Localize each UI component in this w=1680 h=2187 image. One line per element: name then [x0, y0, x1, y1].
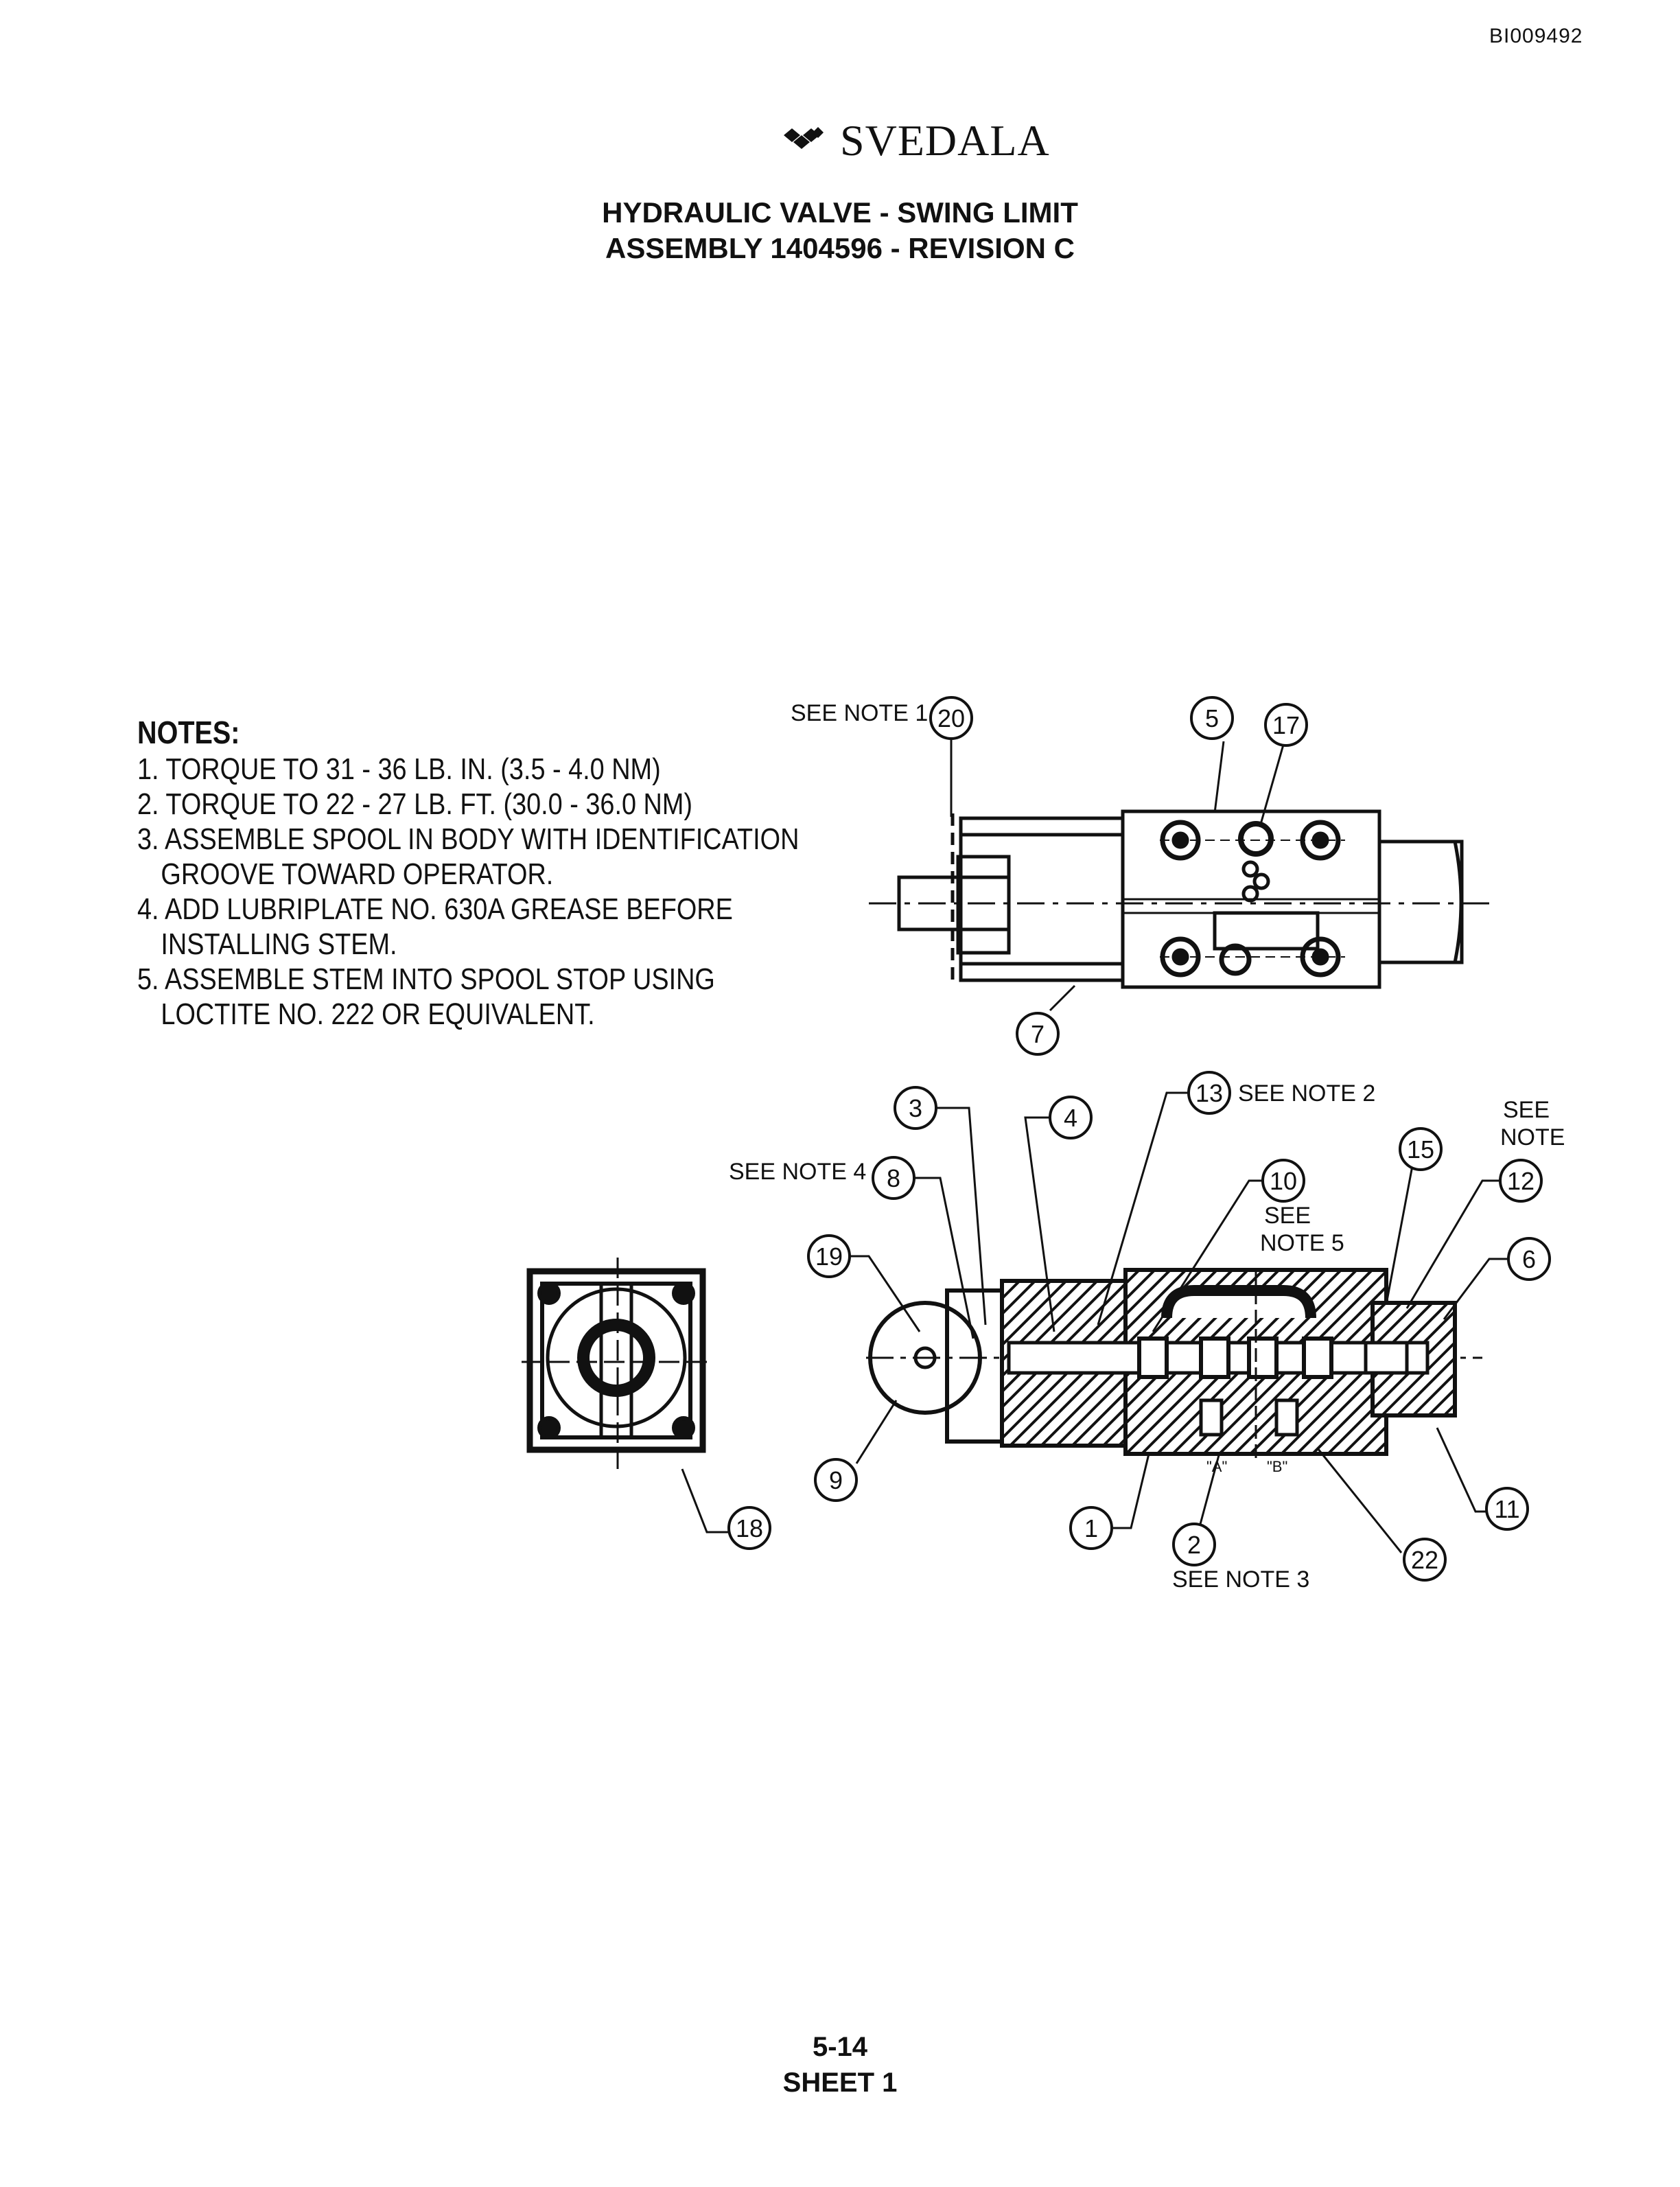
svg-text:17: 17 — [1272, 711, 1300, 739]
drawing-labels: SEE NOTE 1 SEE NOTE 2 SEE NOTE 4 SEE NOT… — [729, 700, 1565, 1593]
callout-20: 20 — [929, 696, 973, 740]
label-see-note-2: SEE NOTE 2 — [1238, 1080, 1375, 1107]
callout-10: 10 — [1261, 1159, 1305, 1203]
callout-9: 9 — [814, 1458, 858, 1502]
callout-13: 13 — [1187, 1071, 1231, 1115]
label-see: SEE — [1264, 1203, 1311, 1229]
svg-text:4: 4 — [1064, 1104, 1077, 1132]
svg-text:10: 10 — [1270, 1167, 1297, 1195]
svg-text:22: 22 — [1411, 1546, 1438, 1574]
callout-22: 22 — [1403, 1538, 1447, 1582]
label-see-note-1: SEE NOTE 1 — [791, 700, 928, 726]
svg-text:3: 3 — [909, 1094, 922, 1122]
callout-2: 2 — [1172, 1523, 1216, 1566]
callout-19: 19 — [807, 1234, 851, 1278]
end-view — [522, 1258, 714, 1469]
callout-18: 18 — [727, 1506, 771, 1550]
callout-4: 4 — [1049, 1096, 1093, 1139]
callout-6: 6 — [1507, 1237, 1551, 1281]
svg-text:11: 11 — [1494, 1495, 1519, 1523]
callout-15: 15 — [1399, 1127, 1443, 1171]
sheet-number: SHEET 1 — [782, 2068, 898, 2098]
notes-heading: NOTES: — [137, 715, 240, 750]
callout-12: 12 — [1499, 1159, 1543, 1203]
document-title-line-2: ASSEMBLY 1404596 - REVISION C — [605, 232, 1075, 264]
callout-5: 5 — [1190, 696, 1234, 740]
note-4: 4. ADD LUBRIPLATE NO. 630A GREASE BEFORE — [137, 892, 733, 926]
svg-text:20: 20 — [937, 704, 965, 732]
logo-text: SVEDALA — [840, 116, 1050, 165]
note-1: 1. TORQUE TO 31 - 36 LB. IN. (3.5 - 4.0 … — [137, 752, 661, 786]
callout-7: 7 — [1016, 1012, 1060, 1056]
svg-text:12: 12 — [1507, 1167, 1535, 1195]
section-view — [866, 1268, 1482, 1462]
callout-8: 8 — [872, 1156, 915, 1200]
note-5-cont: LOCTITE NO. 222 OR EQUIVALENT. — [161, 997, 595, 1031]
svedala-logo-mark-icon — [784, 127, 824, 149]
callout-11: 11 — [1485, 1487, 1529, 1531]
label-note-right: NOTE — [1500, 1124, 1565, 1150]
svg-text:6: 6 — [1522, 1245, 1536, 1273]
svg-text:5: 5 — [1205, 704, 1219, 732]
note-3-cont: GROOVE TOWARD OPERATOR. — [161, 857, 554, 891]
callout-1: 1 — [1069, 1506, 1113, 1550]
svedala-logo: SVEDALA — [782, 115, 1050, 166]
document-title-line-1: HYDRAULIC VALVE - SWING LIMIT — [602, 196, 1078, 229]
svg-text:19: 19 — [815, 1242, 843, 1271]
note-2: 2. TORQUE TO 22 - 27 LB. FT. (30.0 - 36.… — [137, 787, 692, 821]
svg-text:1: 1 — [1084, 1514, 1098, 1542]
note-3: 3. ASSEMBLE SPOOL IN BODY WITH IDENTIFIC… — [137, 822, 800, 856]
note-5: 5. ASSEMBLE STEM INTO SPOOL STOP USING — [137, 962, 715, 996]
leader-lines — [681, 736, 1510, 1553]
svg-text:9: 9 — [829, 1466, 843, 1494]
note-4-cont: INSTALLING STEM. — [161, 927, 397, 961]
svg-text:18: 18 — [736, 1514, 763, 1542]
label-port-b: "B" — [1267, 1458, 1287, 1475]
callout-3: 3 — [894, 1086, 937, 1130]
label-see-right: SEE — [1503, 1097, 1550, 1123]
document-id: BI009492 — [1489, 25, 1583, 47]
notes-block: NOTES: 1. TORQUE TO 31 - 36 LB. IN. (3.5… — [137, 715, 799, 1032]
svg-text:15: 15 — [1407, 1135, 1434, 1164]
svg-text:2: 2 — [1187, 1531, 1201, 1559]
top-view — [869, 809, 1489, 989]
callout-bubbles: 20 5 17 7 3 4 13 15 12 6 8 10 19 9 1 2 2… — [727, 696, 1551, 1582]
label-note-5: NOTE 5 — [1260, 1230, 1344, 1256]
svg-text:7: 7 — [1031, 1020, 1045, 1048]
callout-17: 17 — [1264, 703, 1308, 747]
svg-text:13: 13 — [1195, 1079, 1223, 1107]
label-see-note-3: SEE NOTE 3 — [1172, 1566, 1309, 1593]
page-number: 5-14 — [812, 2032, 868, 2062]
label-see-note-4: SEE NOTE 4 — [729, 1159, 866, 1185]
label-port-a: "A" — [1206, 1458, 1227, 1475]
svg-text:8: 8 — [887, 1164, 900, 1192]
